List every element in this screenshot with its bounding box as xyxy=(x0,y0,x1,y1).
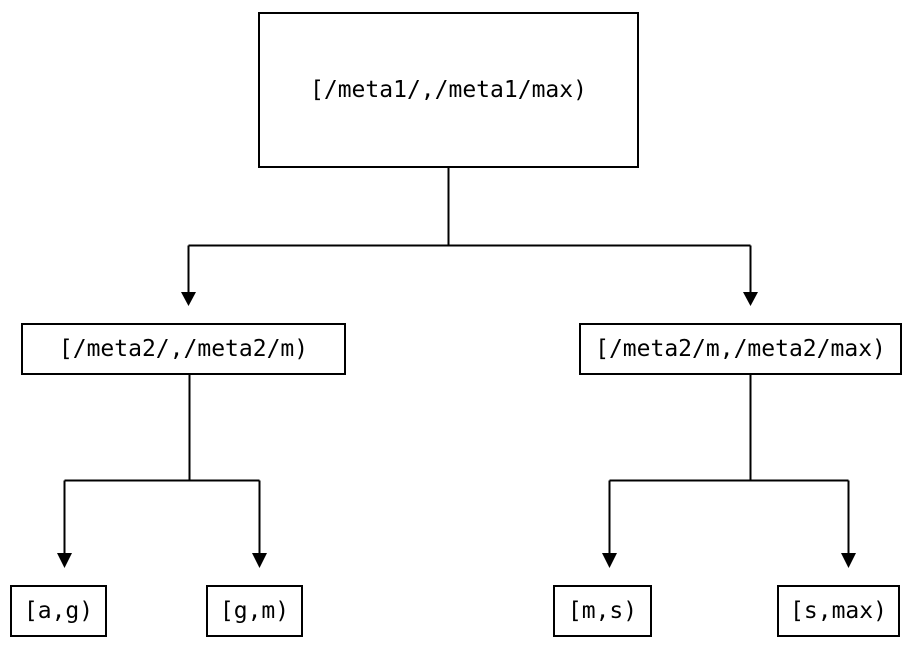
node-leaf-3-label: [m,s) xyxy=(567,597,638,624)
node-leaf-4[interactable]: [s,max) xyxy=(777,585,900,637)
arrowhead-to-leaf-1 xyxy=(57,553,72,568)
node-mid-left-label: [/meta2/,/meta2/m) xyxy=(58,335,309,362)
node-leaf-2[interactable]: [g,m) xyxy=(206,585,303,637)
arrowhead-to-leaf-4 xyxy=(841,553,856,568)
arrowhead-to-mid-left xyxy=(181,292,196,306)
node-mid-left[interactable]: [/meta2/,/meta2/m) xyxy=(21,323,346,375)
node-leaf-1[interactable]: [a,g) xyxy=(10,585,107,637)
arrowhead-to-leaf-3 xyxy=(602,553,617,568)
node-root-label: [/meta1/,/meta1/max) xyxy=(310,76,587,103)
node-leaf-2-label: [g,m) xyxy=(219,597,290,624)
arrowhead-to-mid-right xyxy=(743,292,758,306)
node-root[interactable]: [/meta1/,/meta1/max) xyxy=(258,12,639,168)
arrowhead-to-leaf-2 xyxy=(252,553,267,568)
node-leaf-4-label: [s,max) xyxy=(790,597,887,624)
node-mid-right[interactable]: [/meta2/m,/meta2/max) xyxy=(579,323,902,375)
node-leaf-3[interactable]: [m,s) xyxy=(553,585,652,637)
node-mid-right-label: [/meta2/m,/meta2/max) xyxy=(595,335,886,362)
node-leaf-1-label: [a,g) xyxy=(23,597,94,624)
